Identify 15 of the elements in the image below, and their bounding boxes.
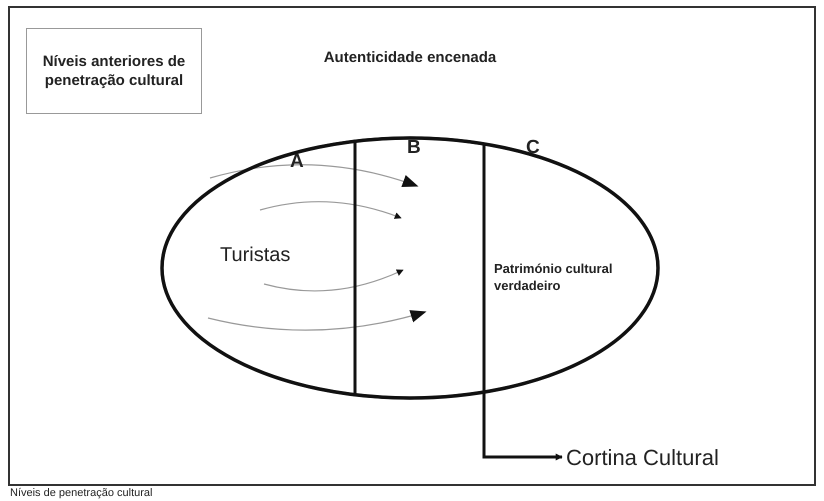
arrow xyxy=(210,164,419,188)
box-label: Níveis anteriores de penetração cultural xyxy=(42,52,186,90)
text-box xyxy=(26,28,202,114)
region-label: Turistas xyxy=(220,243,290,268)
ellipse-shape xyxy=(160,136,660,400)
callout-label: Cortina Cultural xyxy=(566,444,719,472)
region-letter: A xyxy=(290,150,304,174)
region-letter: C xyxy=(526,136,540,160)
arrow xyxy=(260,201,402,220)
diagram-title: Autenticidade encenada xyxy=(322,48,498,68)
arrow xyxy=(264,269,404,292)
region-letter: B xyxy=(407,136,421,160)
arrow xyxy=(482,392,563,460)
arrow xyxy=(208,310,427,331)
region-label: Património cultural verdadeiro xyxy=(494,260,614,294)
